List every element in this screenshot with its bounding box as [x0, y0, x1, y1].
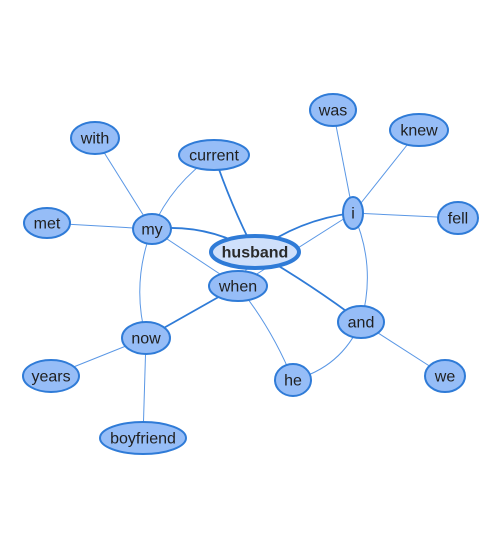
node-was[interactable]: was: [309, 93, 357, 127]
node-my[interactable]: my: [132, 213, 172, 245]
node-he-shape: [274, 363, 312, 397]
node-now-label: now: [131, 331, 161, 348]
node-met-shape: [23, 207, 71, 239]
node-current-shape: [178, 139, 250, 171]
node-i-shape: [342, 196, 364, 230]
node-knew-label: knew: [400, 123, 438, 140]
node-met[interactable]: met: [23, 207, 71, 239]
node-knew-shape: [389, 113, 449, 147]
node-knew[interactable]: knew: [389, 113, 449, 147]
node-years[interactable]: years: [22, 359, 80, 393]
node-husband-shape: [209, 234, 301, 270]
node-was-label: was: [318, 103, 347, 120]
node-and-label: and: [348, 315, 375, 332]
node-years-shape: [22, 359, 80, 393]
node-he-label: he: [284, 373, 302, 390]
node-my-label: my: [141, 222, 162, 239]
node-we[interactable]: we: [424, 359, 466, 393]
node-boyfriend-shape: [99, 421, 187, 455]
node-when[interactable]: when: [208, 270, 268, 302]
node-and[interactable]: and: [337, 305, 385, 339]
node-now-shape: [121, 321, 171, 355]
node-current-label: current: [189, 148, 239, 165]
node-was-shape: [309, 93, 357, 127]
node-i-label: i: [351, 206, 355, 223]
node-with-shape: [70, 121, 120, 155]
node-he[interactable]: he: [274, 363, 312, 397]
node-we-shape: [424, 359, 466, 393]
node-when-label: when: [218, 279, 257, 296]
node-we-label: we: [434, 369, 456, 386]
node-boyfriend-label: boyfriend: [110, 431, 176, 448]
node-boyfriend[interactable]: boyfriend: [99, 421, 187, 455]
node-when-shape: [208, 270, 268, 302]
node-current[interactable]: current: [178, 139, 250, 171]
node-my-shape: [132, 213, 172, 245]
node-years-label: years: [31, 369, 70, 386]
node-fell-label: fell: [448, 211, 468, 228]
node-i[interactable]: i: [342, 196, 364, 230]
node-fell[interactable]: fell: [437, 201, 479, 235]
node-layer: husband when my current with met now years boyfr…: [22, 93, 479, 455]
node-fell-shape: [437, 201, 479, 235]
node-met-label: met: [34, 216, 61, 233]
node-husband[interactable]: husband: [209, 234, 301, 270]
node-with[interactable]: with: [70, 121, 120, 155]
node-now[interactable]: now: [121, 321, 171, 355]
node-and-shape: [337, 305, 385, 339]
node-with-label: with: [80, 131, 109, 148]
node-husband-label: husband: [222, 245, 289, 262]
